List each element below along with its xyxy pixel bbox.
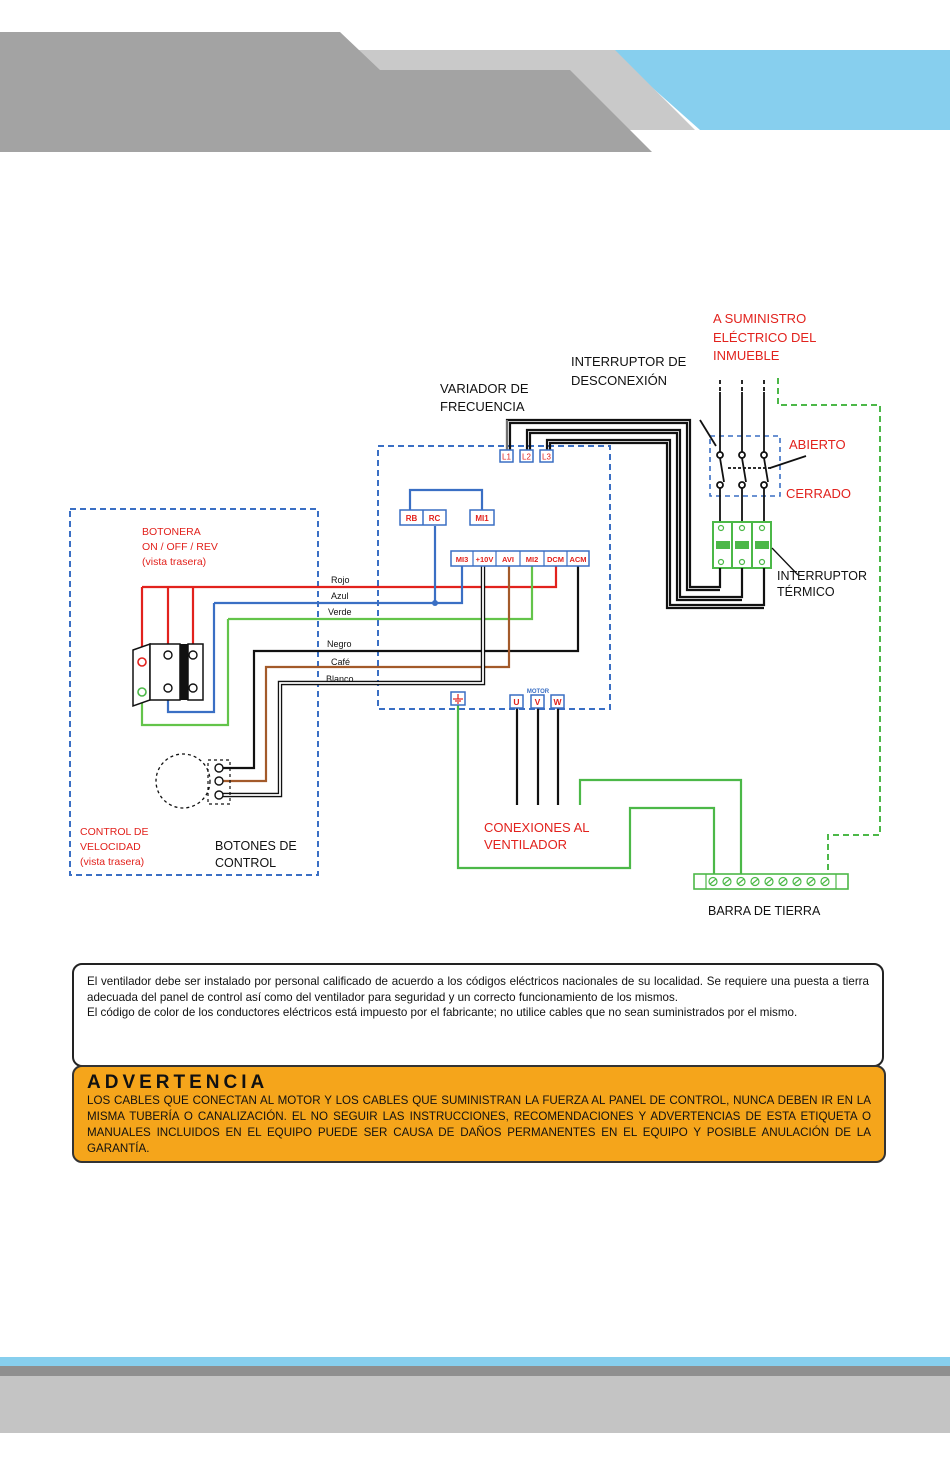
- thermal-label: INTERRUPTOR TÉRMICO: [777, 569, 867, 599]
- wire-label-blanco: Blanco: [326, 674, 354, 684]
- vfd-output-terminals: MOTOR U V W: [509, 689, 565, 709]
- supply-ground-wire: [777, 378, 881, 874]
- control-buttons-label-line2: CONTROL: [215, 856, 276, 870]
- header-light-blue-stripe: [610, 50, 950, 130]
- terminal-label-L3: L3: [542, 453, 551, 462]
- speed-potentiometer: [155, 753, 231, 809]
- disconnect-switch: [699, 380, 807, 522]
- wire-label-cafe: Café: [331, 657, 350, 667]
- vfd-terminal-L3: L3: [539, 449, 554, 463]
- pushbutton-label-line1: BOTONERA: [142, 526, 201, 538]
- pushbutton-station: [132, 642, 204, 708]
- terminal-label-RC: RC: [429, 514, 441, 523]
- control-box-outline: [69, 508, 319, 876]
- thermal-label-line1: INTERRUPTOR: [777, 569, 867, 583]
- wire-color-labels: Rojo Azul Verde Negro Café Blanco: [326, 575, 354, 684]
- wire-label-azul: Azul: [331, 591, 349, 601]
- feeder-wires: [505, 418, 766, 610]
- vfd-label-line2: FRECUENCIA: [440, 399, 525, 414]
- motor-wires: [456, 705, 743, 874]
- terminal-label-MI3: MI3: [456, 555, 469, 564]
- motor-label: MOTOR: [527, 689, 550, 695]
- footer-light-blue-stripe: [0, 1357, 950, 1366]
- footer-band: [0, 1357, 950, 1433]
- control-wires: [140, 488, 580, 798]
- installation-note: El ventilador debe ser instalado por per…: [72, 963, 884, 1067]
- closed-label: CERRADO: [786, 486, 851, 501]
- wire-label-rojo: Rojo: [331, 575, 350, 585]
- footer-dark-stripe: [0, 1366, 950, 1376]
- supply-label-line2: ELÉCTRICO DEL: [713, 330, 816, 345]
- warning-text: LOS CABLES QUE CONECTAN AL MOTOR Y LOS C…: [87, 1094, 871, 1155]
- terminal-label-L1: L1: [502, 453, 511, 462]
- vfd-relay-terminals: RB RC MI1: [399, 509, 495, 526]
- ground-symbol-icon: [450, 691, 466, 706]
- footer-gray-band: [0, 1376, 950, 1433]
- terminal-label-L2: L2: [522, 453, 531, 462]
- speed-control-label-line1: CONTROL DE: [80, 826, 148, 838]
- terminal-label-MI2: MI2: [526, 555, 539, 564]
- pushbutton-label-line3: (vista trasera): [142, 556, 206, 568]
- open-label: ABIERTO: [789, 437, 846, 452]
- terminal-label-AVI: AVI: [502, 555, 514, 564]
- vfd-label-line1: VARIADOR DE: [440, 381, 529, 396]
- warning-title: ADVERTENCIA: [87, 1072, 269, 1093]
- vfd-terminal-L2: L2: [519, 449, 534, 463]
- vfd-control-terminals: MI3 +10V AVI MI2 DCM ACM: [450, 550, 590, 567]
- terminal-label-MI1: MI1: [475, 514, 489, 523]
- speed-control-label-line3: (vista trasera): [80, 856, 144, 868]
- speed-control-label: CONTROL DE VELOCIDAD (vista trasera): [80, 826, 148, 868]
- supply-label-line3: INMUEBLE: [713, 348, 780, 363]
- blue-junction-dot: [432, 600, 438, 606]
- wire-label-negro: Negro: [327, 639, 352, 649]
- ground-bar-label: BARRA DE TIERRA: [708, 904, 821, 918]
- disconnect-label-line1: INTERRUPTOR DE: [571, 354, 687, 369]
- vfd-outline: [377, 445, 611, 710]
- vfd-label: VARIADOR DE FRECUENCIA: [440, 381, 529, 414]
- thermal-label-line2: TÉRMICO: [777, 584, 835, 599]
- vfd-terminal-L1: L1: [499, 449, 514, 463]
- header-band: [0, 32, 950, 152]
- control-buttons-label-line1: BOTONES DE: [215, 839, 297, 853]
- control-buttons-label: BOTONES DE CONTROL: [215, 839, 297, 870]
- supply-label: A SUMINISTRO ELÉCTRICO DEL INMUEBLE: [713, 311, 816, 363]
- fan-connections-label: CONEXIONES AL VENTILADOR: [484, 820, 589, 852]
- note-paragraph-2: El código de color de los conductores el…: [87, 1006, 798, 1019]
- thermal-breaker: [712, 521, 799, 576]
- terminal-label-W: W: [553, 697, 562, 707]
- pushbutton-label: BOTONERA ON / OFF / REV (vista trasera): [142, 526, 218, 568]
- speed-control-label-line2: VELOCIDAD: [80, 841, 141, 853]
- terminal-label-10V: +10V: [476, 555, 494, 564]
- disconnect-switch-outline: [709, 435, 781, 497]
- terminal-label-ACM: ACM: [569, 555, 586, 564]
- ground-bar: [693, 873, 849, 890]
- pushbutton-label-line2: ON / OFF / REV: [142, 541, 218, 553]
- wire-label-verde: Verde: [328, 607, 352, 617]
- terminal-label-RB: RB: [406, 514, 418, 523]
- supply-label-line1: A SUMINISTRO: [713, 311, 806, 326]
- header-dark-gray-band: [0, 32, 652, 152]
- terminal-label-U: U: [513, 697, 519, 707]
- fan-connections-label-line1: CONEXIONES AL: [484, 820, 589, 835]
- terminal-label-V: V: [535, 697, 541, 707]
- terminal-label-DCM: DCM: [547, 555, 564, 564]
- warning-box: ADVERTENCIA LOS CABLES QUE CONECTAN AL M…: [72, 1065, 886, 1163]
- disconnect-label-line2: DESCONEXIÓN: [571, 373, 667, 388]
- fan-connections-label-line2: VENTILADOR: [484, 837, 567, 852]
- disconnect-label: INTERRUPTOR DE DESCONEXIÓN: [571, 354, 687, 388]
- note-paragraph-1: El ventilador debe ser instalado por per…: [87, 975, 869, 1004]
